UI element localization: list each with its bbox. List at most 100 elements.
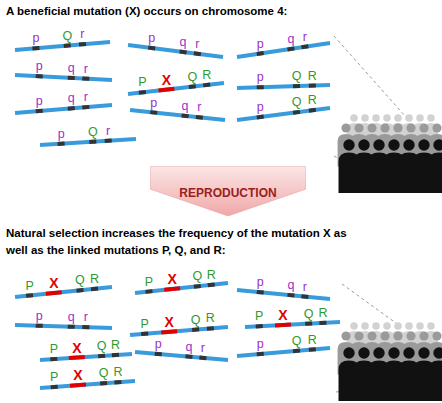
arrow-label: REPRODUCTION [150,186,306,200]
person-head [383,114,391,122]
gene-locus [100,381,107,386]
gene-locus [98,354,105,358]
allele-label: p [150,97,157,110]
gene-locus [293,110,300,115]
allele-label: q [68,92,75,105]
chromosome-group [15,42,340,388]
gene-locus [50,357,57,361]
gene-locus [257,290,264,295]
person-silhouette [429,347,442,401]
person-head [403,139,414,150]
chromosome [15,325,112,328]
person-head [418,139,429,150]
allele-label: p [257,338,264,351]
gene-locus [207,326,214,331]
person-body [429,361,442,402]
allele-label: r [195,38,199,51]
gene-locus [192,327,199,332]
gene-locus [293,84,300,88]
mutant-allele-label: Q [97,340,107,353]
person-head [358,139,369,150]
chromosome [237,43,330,57]
gene-locus [293,349,300,354]
chromosome [237,348,330,356]
allele-label: p [36,95,43,108]
allele-label: p [257,71,264,84]
chromosome [130,110,225,120]
chromosome [40,139,136,145]
gene-locus [51,385,58,390]
mutant-allele-label: P [145,276,153,289]
gene-locus [319,321,326,325]
arrow-fill [150,166,306,216]
mutant-allele-label: Q [191,314,201,327]
gene-locus [79,42,86,47]
person-head [419,123,428,132]
person-head [405,114,413,122]
allele-label: q [185,341,192,354]
gene-locus [77,288,84,293]
person-head [388,139,399,150]
gene-locus [148,46,155,51]
mutant-allele-label: P [255,310,263,323]
gene-locus [309,108,316,113]
gene-locus [256,324,263,328]
person-head [380,331,389,340]
allele-label: p [257,276,264,289]
person-head [419,331,428,340]
section-heading: Natural selection increases the frequenc… [6,225,364,259]
allele-label: q [287,33,294,46]
mutation-label: X [278,309,287,322]
process-arrow: REPRODUCTION [150,166,306,216]
mutation-label: X [73,369,82,382]
gene-locus [185,354,192,359]
gene-locus [301,294,308,299]
person-head [341,123,350,132]
gene-locus [196,115,203,120]
mutant-allele-label: Q [99,367,109,380]
allele-label: p [36,310,43,323]
gene-locus [194,284,201,289]
person-head [405,322,413,330]
allele-label: q [182,100,189,113]
mutant-allele-label: R [308,70,317,83]
mutant-allele-label: Q [187,71,197,84]
person-head [394,114,402,122]
gene-locus [287,293,294,298]
person-head [403,347,414,358]
mutation-segment [164,288,180,290]
person-head [418,347,429,358]
allele-label: p [32,32,39,45]
gene-locus [82,325,89,329]
person-head [373,139,384,150]
gene-locus [203,83,210,88]
mutant-allele-label: Q [62,30,72,43]
allele-label: p [257,38,264,51]
person-head [394,322,402,330]
allele-label: q [287,279,294,292]
mutant-allele-label: Q [88,126,98,139]
chromosome [237,85,330,88]
mutant-allele-label: Q [192,270,202,283]
gene-locus [68,325,75,329]
gene-locus [141,332,148,337]
allele-label: r [84,91,88,104]
person-head [358,347,369,358]
chromosome [237,108,330,120]
chromosome [128,45,223,57]
gene-locus [26,293,33,298]
mutation-segment [275,323,291,328]
gene-locus [287,48,294,49]
person-head [354,331,363,340]
gene-locus [114,380,121,385]
mutation-segment [46,292,62,294]
mutant-allele-label: P [50,371,58,384]
mutation-segment [161,331,177,332]
person-head [341,331,350,340]
person-head [432,331,441,340]
mutation-label: X [165,316,174,329]
mutation-segment [69,357,85,358]
person-head [416,114,424,122]
person-head [433,139,442,150]
